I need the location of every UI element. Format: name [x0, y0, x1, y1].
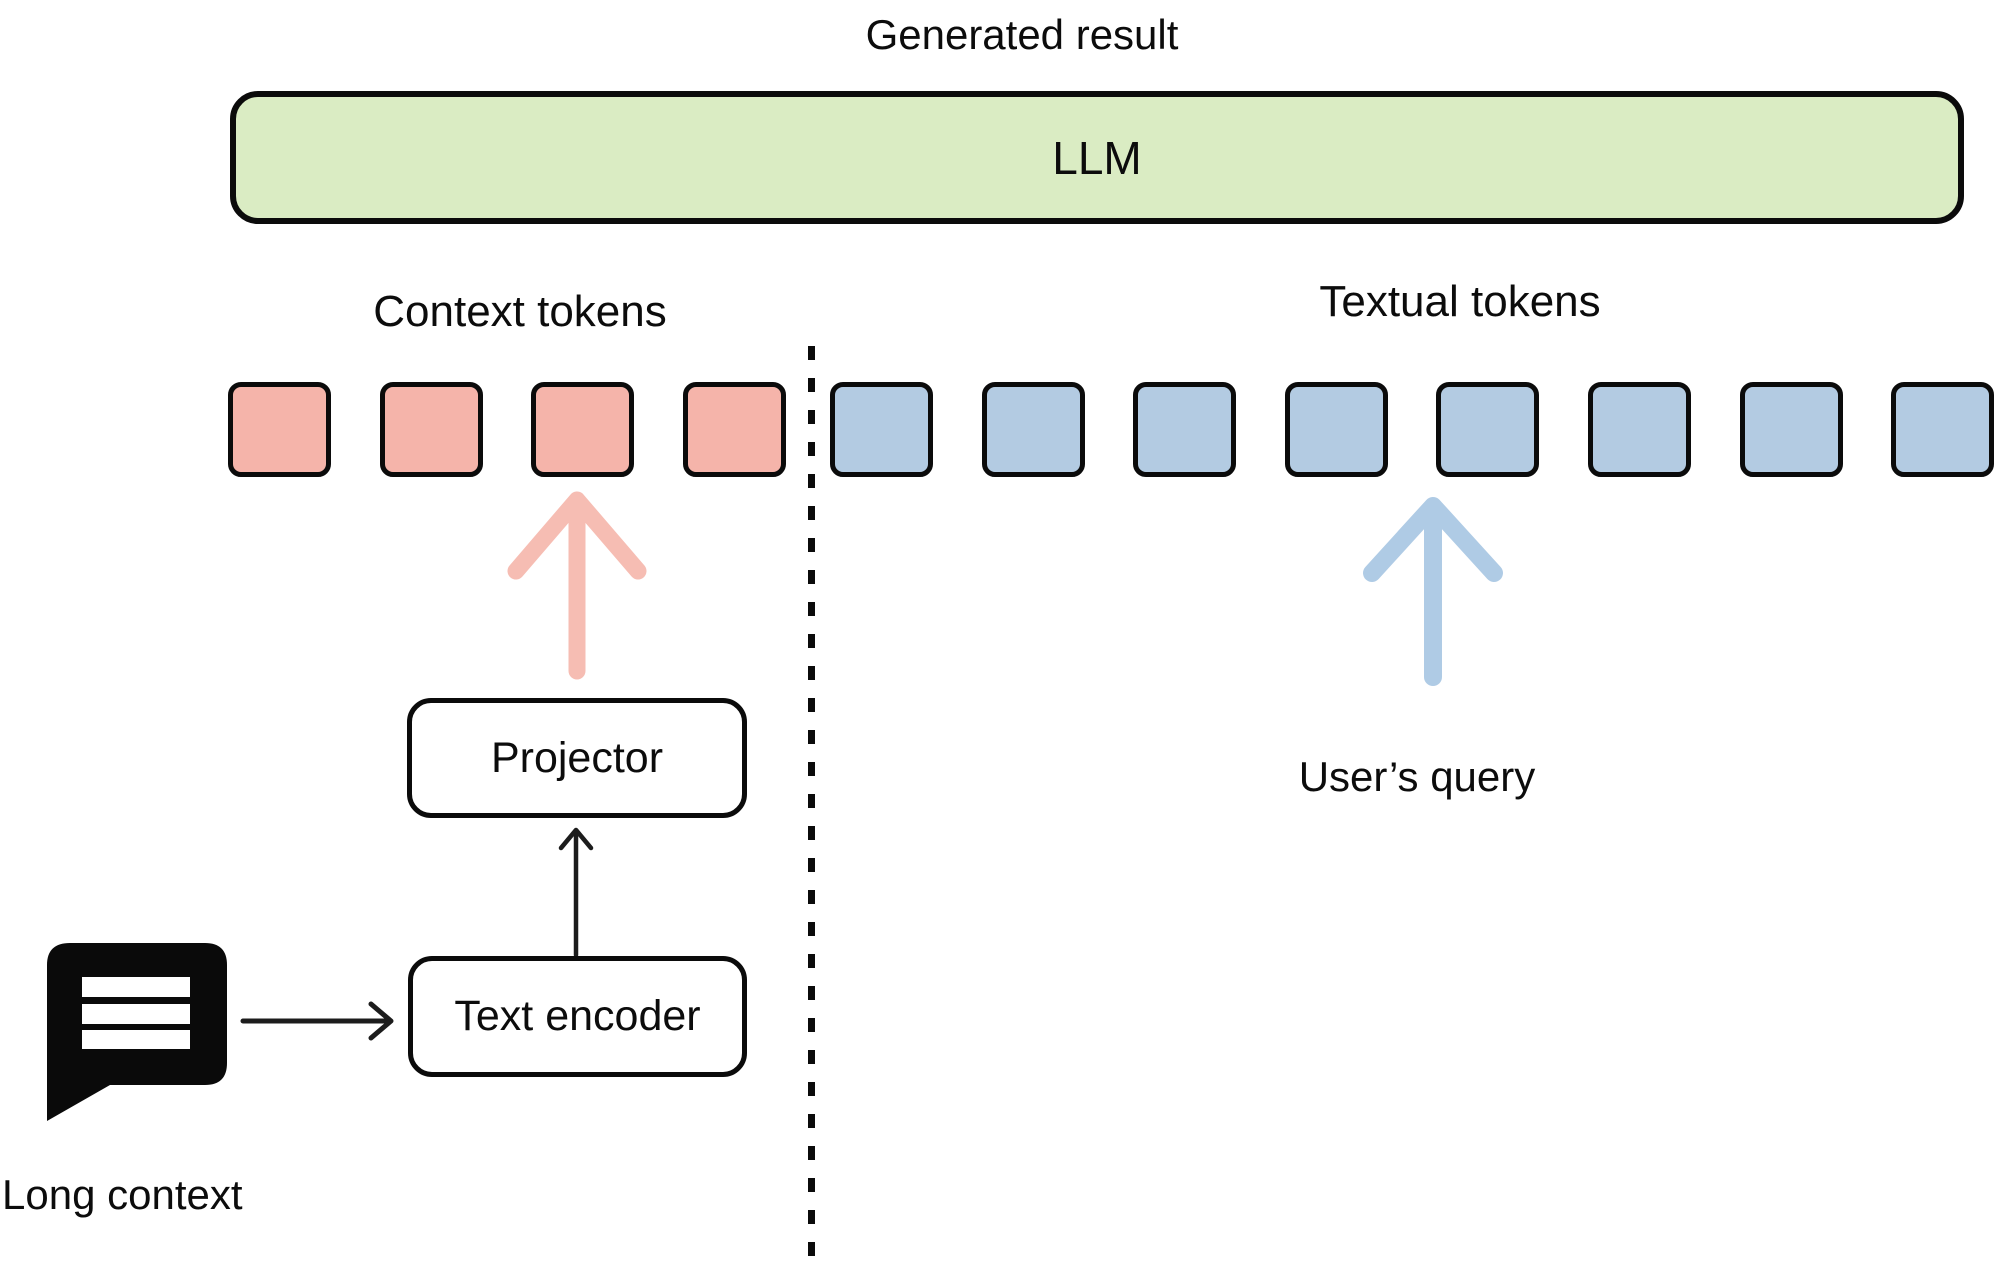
llm-label: LLM	[1052, 131, 1142, 184]
context-token	[682, 382, 786, 477]
textual-token	[1588, 382, 1691, 477]
textual-token	[1891, 382, 1995, 477]
projector-box: Projector	[407, 698, 747, 818]
text-encoder-box: Text encoder	[408, 956, 747, 1077]
chat-bubble-icon	[47, 943, 227, 1121]
textual-token	[1436, 382, 1540, 477]
users-query-label: User’s query	[1298, 753, 1536, 800]
projector-label: Projector	[490, 733, 664, 782]
textual-token	[830, 382, 933, 477]
textual-tokens-label: Textual tokens	[1319, 277, 1601, 326]
text-encoder-label: Text encoder	[454, 992, 701, 1040]
encoder-to-projector-arrow-icon	[558, 827, 594, 958]
long-context-label: Long context	[2, 1171, 243, 1218]
textual-token	[1133, 382, 1237, 477]
context-token	[531, 382, 635, 477]
context-arrow-icon	[507, 491, 647, 680]
textual-token	[1739, 382, 1843, 477]
textual-token	[981, 382, 1085, 477]
context-token	[228, 382, 331, 477]
generated-result-label: Generated result	[865, 11, 1179, 58]
query-arrow-icon	[1363, 497, 1503, 686]
textual-token	[1284, 382, 1388, 477]
context-tokens-label: Context tokens	[373, 287, 667, 336]
llm-box: LLM	[230, 91, 1964, 224]
context-to-encoder-arrow-icon	[240, 1001, 394, 1041]
context-token	[379, 382, 483, 477]
